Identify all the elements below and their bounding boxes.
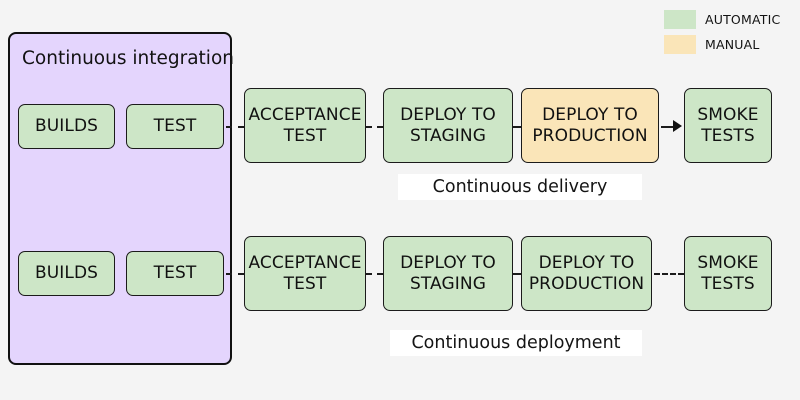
stage-smoke-tests-delivery[interactable]: SMOKE TESTS <box>684 88 772 163</box>
stage-text-line2: TESTS <box>701 273 755 294</box>
stage-text-line1: ACCEPTANCE <box>248 253 362 274</box>
legend-label-automatic: AUTOMATIC <box>705 11 781 27</box>
stage-text-line2: TEST <box>283 125 327 146</box>
stage-text-line1: ACCEPTANCE <box>248 105 362 126</box>
connector-ci-to-acceptance-deployment <box>226 273 244 275</box>
stage-deploy-to-staging-deployment[interactable]: DEPLOY TO STAGING <box>383 236 513 311</box>
legend: AUTOMATIC MANUAL <box>664 8 794 58</box>
stage-text-line2: STAGING <box>410 273 486 294</box>
legend-label-manual: MANUAL <box>705 36 760 52</box>
stage-deploy-to-production-delivery[interactable]: DEPLOY TO PRODUCTION <box>521 88 659 163</box>
stage-test-deployment[interactable]: TEST <box>126 251 224 296</box>
stage-text-line1: SMOKE <box>697 105 759 126</box>
stage-text-line2: TESTS <box>701 125 755 146</box>
stage-acceptance-test-deployment[interactable]: ACCEPTANCE TEST <box>244 236 366 311</box>
connector-production-to-smoke-deployment <box>654 273 684 275</box>
automatic-swatch-icon <box>664 9 696 29</box>
stage-text-line2: TEST <box>283 273 327 294</box>
stage-test-delivery[interactable]: TEST <box>126 104 224 149</box>
continuous-integration-title: Continuous integration <box>22 48 234 69</box>
connector-staging-to-production-delivery <box>513 126 521 128</box>
continuous-integration-container[interactable]: Continuous integration <box>8 32 234 365</box>
stage-text-line1: DEPLOY TO <box>400 105 496 126</box>
stage-text-line2: PRODUCTION <box>532 125 648 146</box>
connector-acceptance-to-staging-delivery <box>366 126 383 128</box>
stage-builds-deployment[interactable]: BUILDS <box>18 251 115 296</box>
stage-builds-delivery[interactable]: BUILDS <box>18 104 115 149</box>
manual-swatch-icon <box>664 34 696 54</box>
stage-text-line1: DEPLOY TO <box>538 253 635 274</box>
legend-item-manual: MANUAL <box>664 33 794 55</box>
caption-continuous-delivery: Continuous delivery <box>398 174 642 200</box>
stage-smoke-tests-deployment[interactable]: SMOKE TESTS <box>684 236 772 311</box>
stage-deploy-to-staging-delivery[interactable]: DEPLOY TO STAGING <box>383 88 513 163</box>
arrowhead-icon-delivery <box>673 120 682 132</box>
legend-item-automatic: AUTOMATIC <box>664 8 794 30</box>
connector-acceptance-to-staging-deployment <box>366 273 383 275</box>
stage-text-line1: SMOKE <box>697 253 759 274</box>
connector-ci-to-acceptance-delivery <box>226 126 244 128</box>
stage-acceptance-test-delivery[interactable]: ACCEPTANCE TEST <box>244 88 366 163</box>
caption-continuous-deployment: Continuous deployment <box>390 330 642 356</box>
stage-text-line1: DEPLOY TO <box>542 105 638 126</box>
stage-text-line1: DEPLOY TO <box>400 253 496 274</box>
connector-production-to-smoke-delivery <box>661 126 673 128</box>
stage-text-line2: STAGING <box>410 125 486 146</box>
stage-text-line2: PRODUCTION <box>528 273 645 294</box>
connector-staging-to-production-deployment <box>513 273 521 275</box>
stage-deploy-to-production-deployment[interactable]: DEPLOY TO PRODUCTION <box>521 236 652 311</box>
